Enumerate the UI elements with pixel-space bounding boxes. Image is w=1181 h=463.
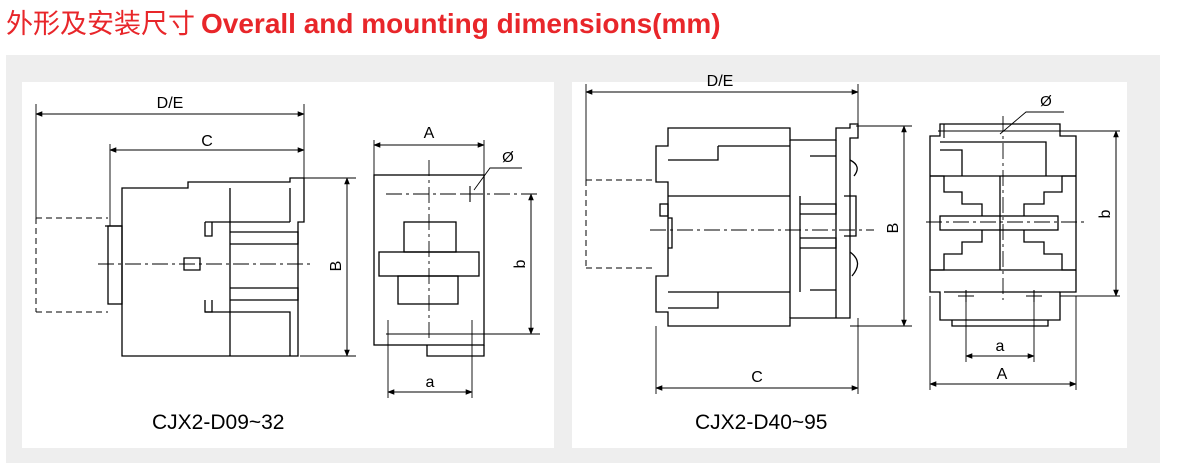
label-de-left: D/E: [157, 95, 184, 112]
label-b-side-left: B: [328, 261, 345, 272]
label-c-right: C: [751, 369, 763, 386]
caption-left: CJX2-D09~32: [152, 411, 285, 434]
left-side-dimensions: [35, 111, 350, 357]
label-b-side-right: B: [885, 223, 902, 234]
label-asmall-left: a: [426, 374, 435, 391]
right-side-dimensions: [585, 89, 907, 391]
label-c-left: C: [201, 133, 213, 150]
right-side-view: [585, 84, 912, 394]
label-a-left: A: [424, 125, 435, 142]
right-front-dimensions: [929, 130, 1119, 387]
label-bsmall-right: b: [1097, 209, 1114, 218]
label-de-right: D/E: [707, 73, 734, 90]
label-a-right: A: [997, 366, 1008, 383]
title-chinese: 外形及安装尺寸: [6, 9, 195, 40]
label-dia-left: Ø: [502, 149, 514, 166]
label-asmall-right: a: [996, 338, 1005, 355]
left-drawing-area: [22, 82, 554, 448]
label-bsmall-left: b: [512, 259, 529, 268]
left-side-view: [35, 104, 356, 357]
caption-right: CJX2-D40~95: [695, 411, 828, 434]
title-english: Overall and mounting dimensions(mm): [201, 8, 721, 39]
label-dia-right: Ø: [1040, 93, 1052, 110]
right-front-view: [926, 111, 1120, 390]
left-front-dimensions: [373, 142, 534, 395]
